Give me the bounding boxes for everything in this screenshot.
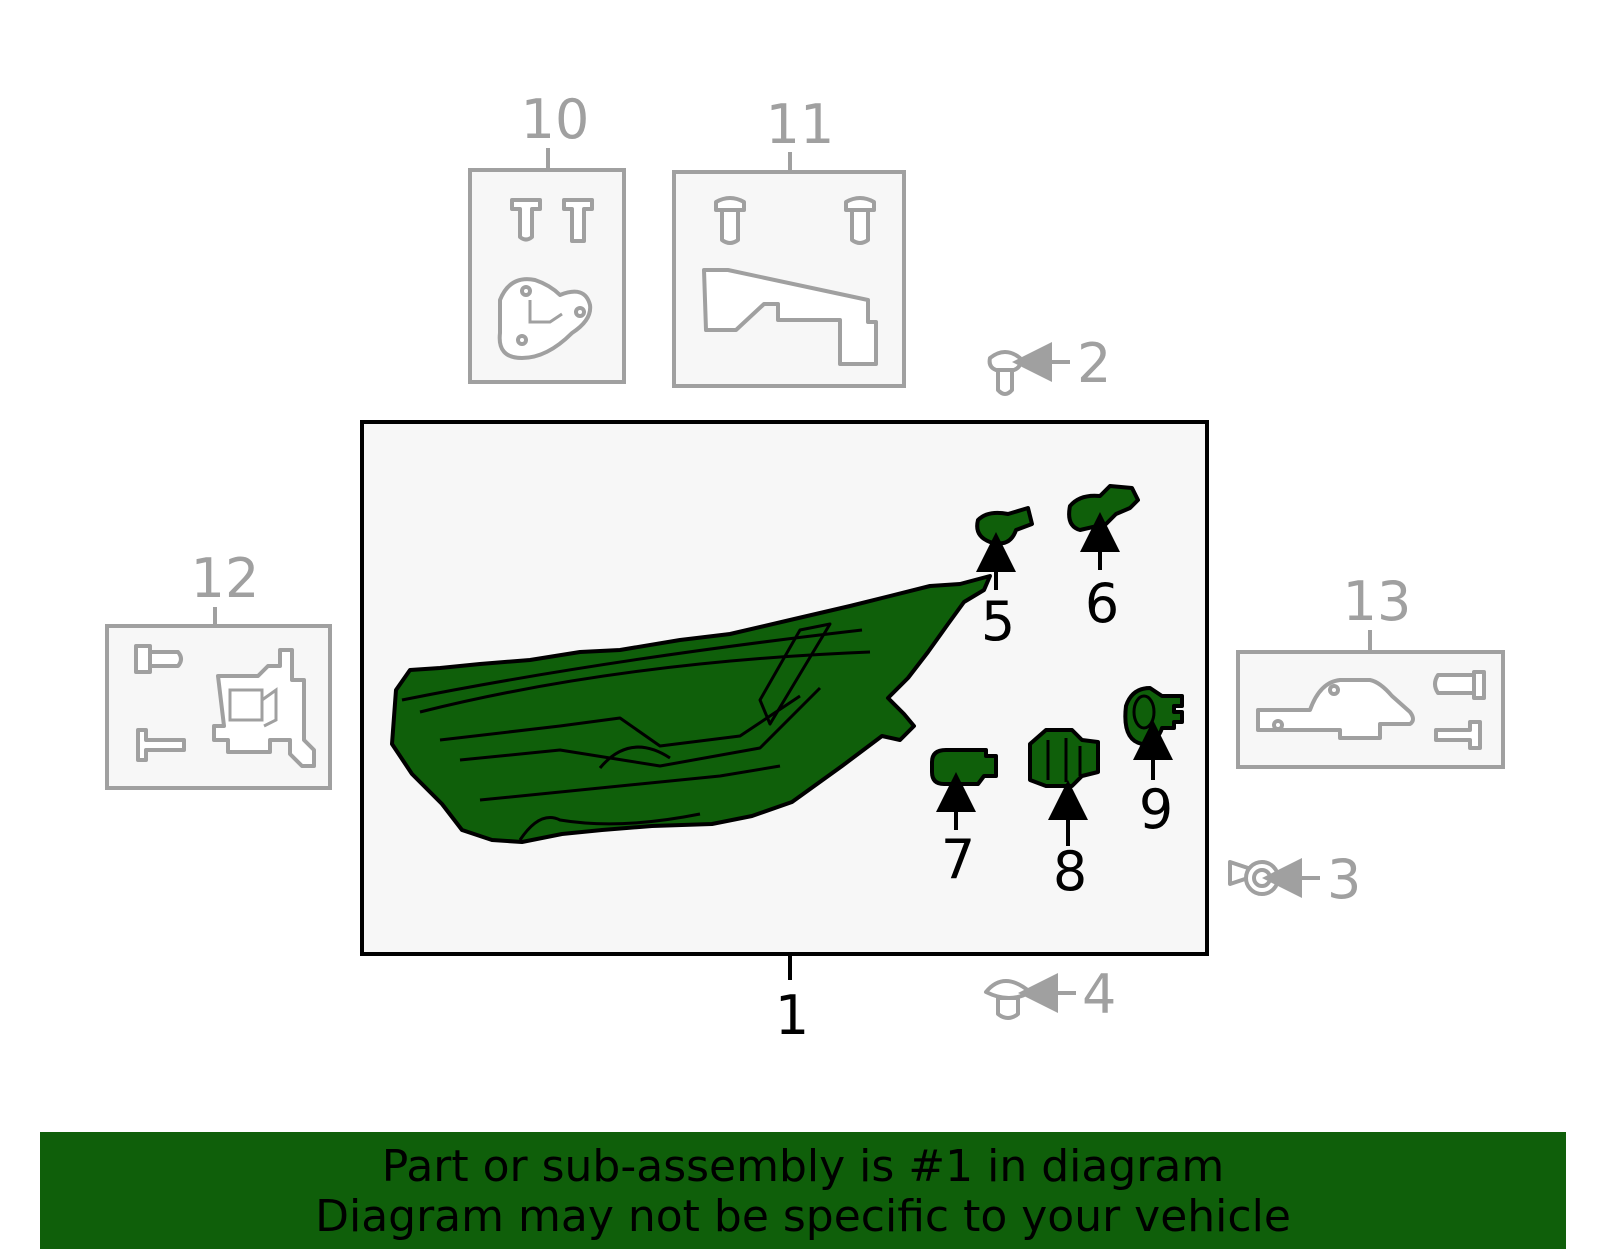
callout-2: 2: [1077, 332, 1111, 395]
kit-box-10[interactable]: [468, 148, 626, 384]
callout-8: 8: [1053, 840, 1087, 903]
info-banner: Part or sub-assembly is #1 in diagram Di…: [40, 1132, 1566, 1249]
bolt-icon: [136, 728, 186, 762]
hole-icon: [520, 285, 532, 297]
callout-13: 13: [1343, 570, 1412, 633]
callout-6: 6: [1085, 572, 1119, 635]
callout-11: 11: [766, 93, 835, 156]
headlamp-icon: [390, 574, 992, 844]
washer-hole-icon: [1252, 868, 1272, 888]
callout-3: 3: [1327, 848, 1361, 911]
bracket-icon: [1256, 678, 1415, 740]
hole-icon: [1272, 719, 1284, 731]
callout-4: 4: [1082, 963, 1116, 1026]
hole-icon: [516, 334, 528, 346]
bracket-icon: [702, 268, 878, 366]
bracket-icon: [212, 648, 316, 768]
bulb-7[interactable]: [930, 748, 998, 830]
bulb-6[interactable]: [1067, 484, 1140, 570]
fastener-4[interactable]: [984, 973, 1076, 1020]
screw-icon: [714, 196, 746, 245]
kit-box-13[interactable]: [1236, 630, 1505, 769]
callout-5: 5: [981, 590, 1015, 653]
fastener-2[interactable]: [987, 342, 1070, 396]
bulb-5[interactable]: [975, 506, 1034, 590]
screw-icon: [1433, 670, 1486, 700]
screw-icon: [844, 196, 876, 245]
bolt-icon: [562, 198, 594, 243]
hole-icon: [1328, 684, 1340, 696]
callout-12: 12: [191, 547, 260, 610]
callout-10: 10: [521, 88, 590, 151]
kit-box-11[interactable]: [672, 152, 906, 388]
bolt-icon: [1434, 720, 1482, 750]
socket-8[interactable]: [1028, 728, 1100, 846]
clip-icon: [984, 979, 1032, 1020]
hole-icon: [574, 306, 586, 318]
screw-icon: [134, 644, 183, 674]
fastener-3[interactable]: [1228, 858, 1320, 898]
socket-9[interactable]: [1123, 686, 1184, 780]
banner-line-2: Diagram may not be specific to your vehi…: [315, 1191, 1291, 1242]
callout-9: 9: [1139, 778, 1173, 841]
banner-line-1: Part or sub-assembly is #1 in diagram: [381, 1141, 1225, 1192]
bolt-icon: [510, 198, 542, 242]
headlamp-assembly[interactable]: [390, 574, 992, 844]
kit-box-12[interactable]: [105, 607, 332, 790]
screw-icon: [987, 350, 1023, 396]
callout-1: 1: [775, 984, 809, 1047]
callout-7: 7: [941, 828, 975, 891]
